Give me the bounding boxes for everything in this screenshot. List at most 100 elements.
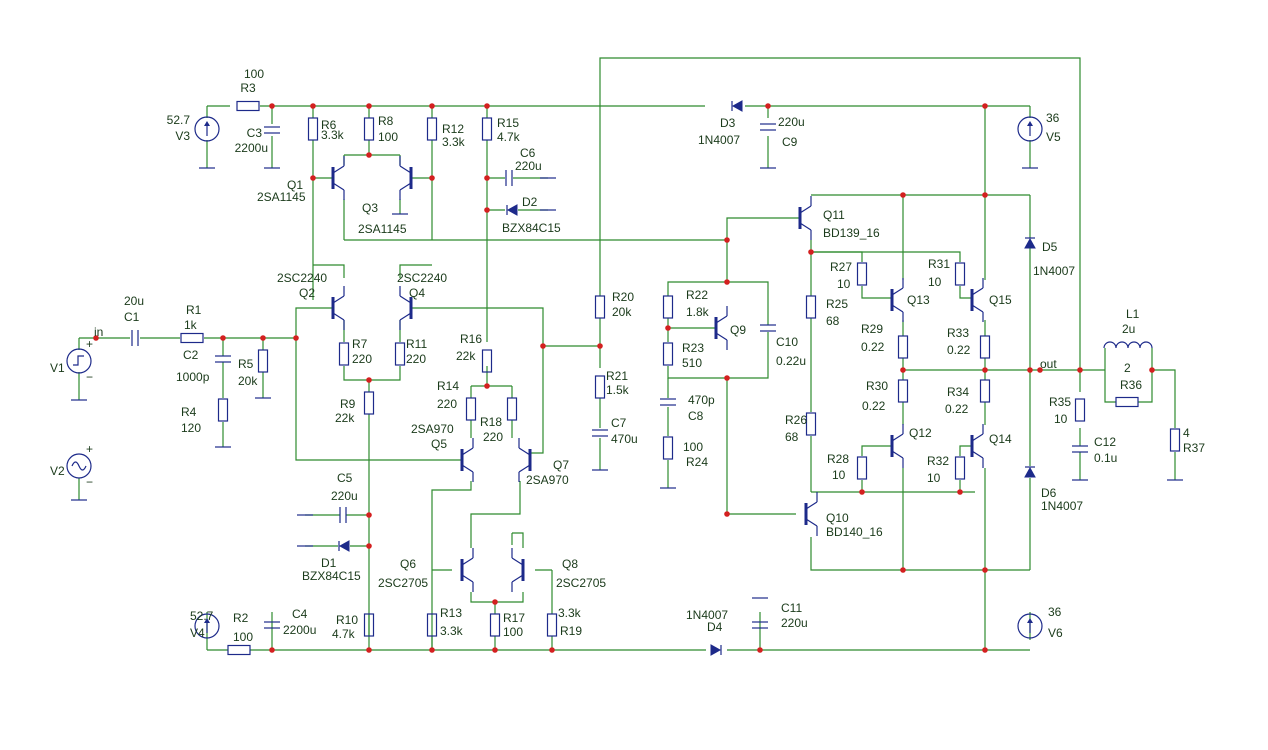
resistor-R4 [217, 398, 229, 422]
component-label: 10 [832, 468, 846, 482]
resistor-R8 [363, 117, 375, 141]
component-label: 2SA1145 [358, 222, 407, 236]
component-label: 3.3k [442, 135, 466, 149]
junction-dot [366, 512, 372, 518]
transistor-Q15 [970, 278, 984, 322]
junction-dot [859, 489, 865, 495]
component-label: 52.7 [190, 609, 214, 623]
resistor-R36 [1115, 396, 1139, 408]
component-label: R34 [947, 385, 969, 399]
junction-dot [597, 343, 603, 349]
resistor-R3 [236, 100, 260, 112]
component-label: in [94, 325, 103, 339]
component-label: 68 [785, 430, 799, 444]
inductor-L1 [1103, 341, 1153, 349]
source-V5 [1017, 116, 1043, 142]
plus-sign: + [86, 337, 93, 351]
junction-dot [366, 377, 372, 383]
junction-dot [492, 599, 498, 605]
component-label: 10 [1054, 412, 1068, 426]
component-label: Q3 [362, 201, 378, 215]
component-label: C9 [782, 135, 798, 149]
junction-dot [484, 175, 490, 181]
component-label: 100 [683, 440, 703, 454]
component-label: Q8 [562, 557, 578, 571]
junction-dot [808, 249, 814, 255]
transistor-Q3 [399, 156, 413, 200]
component-label: V5 [1046, 130, 1061, 144]
junction-dot [429, 175, 435, 181]
component-label: BD139_16 [823, 226, 880, 240]
component-label: R11 [406, 337, 427, 351]
component-label: Q13 [907, 293, 930, 307]
diode-D4 [710, 644, 722, 656]
junction-dot [982, 367, 988, 373]
capacitor-C9 [760, 123, 776, 131]
component-label: 52.7 [167, 113, 191, 127]
component-label: Q7 [553, 458, 569, 472]
resistor-R14 [465, 397, 477, 421]
transistor-Q13 [890, 278, 904, 322]
component-label: 4.7k [497, 130, 521, 144]
junction-dot [900, 567, 906, 573]
component-label: R9 [340, 397, 356, 411]
component-label: 0.22 [861, 340, 885, 354]
component-label: 22k [456, 349, 476, 363]
component-label: 120 [181, 421, 201, 435]
component-label: R14 [437, 379, 459, 393]
transistor-Q8 [511, 548, 525, 592]
junction-dot [982, 567, 988, 573]
junction-dot [724, 237, 730, 243]
source-V2: +− [66, 442, 93, 489]
resistor-R15 [481, 117, 493, 141]
component-label: R13 [440, 606, 462, 620]
component-label: R20 [612, 290, 634, 304]
component-label: V6 [1048, 626, 1063, 640]
component-label: R27 [830, 260, 852, 274]
source-V6 [1017, 613, 1043, 639]
capacitor-C1 [131, 330, 139, 346]
junction-dot [549, 647, 555, 653]
resistor-R13 [426, 613, 438, 637]
capacitor-C6 [505, 170, 513, 186]
component-label: D5 [1042, 240, 1058, 254]
diode-D6 [1024, 466, 1036, 478]
component-label: R33 [947, 326, 969, 340]
resistor-R29 [897, 335, 909, 359]
component-label: 1N4007 [1033, 264, 1075, 278]
transistor-Q11 [798, 196, 812, 240]
source-V4 [194, 613, 220, 639]
junction-dot [1077, 367, 1083, 373]
component-label: D6 [1041, 486, 1057, 500]
component-label: 36 [1048, 605, 1062, 619]
resistor-R28 [856, 456, 868, 480]
junction-dot [724, 279, 730, 285]
component-label: 100 [233, 630, 253, 644]
component-label: Q5 [431, 437, 447, 451]
component-label: R17 [503, 611, 525, 625]
component-label: 2 [1124, 361, 1131, 375]
component-label: 2SA970 [411, 422, 454, 436]
component-label: R16 [460, 332, 482, 346]
component-label: D2 [522, 195, 538, 209]
component-label: C10 [776, 335, 798, 349]
component-label: L1 [1126, 307, 1140, 321]
component-label: 3.3k [440, 624, 464, 638]
resistor-R6 [307, 117, 319, 141]
component-label: 100 [503, 625, 523, 639]
resistor-R12 [426, 117, 438, 141]
component-label: R22 [686, 288, 708, 302]
resistor-R33 [979, 335, 991, 359]
transistor-Q14 [970, 424, 984, 468]
component-label: BZX84C15 [302, 569, 361, 583]
component-label: R29 [861, 322, 883, 336]
component-label: 1k [184, 318, 198, 332]
resistor-R17 [489, 613, 501, 637]
component-label: 470u [611, 432, 638, 446]
plus-sign: + [86, 442, 93, 456]
component-label: R8 [378, 114, 394, 128]
component-label: 1.8k [686, 305, 710, 319]
diode-D2 [506, 204, 518, 216]
